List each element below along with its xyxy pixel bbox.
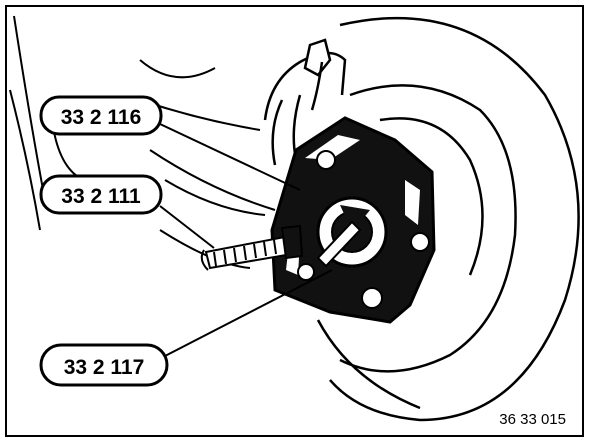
bolt-hole — [297, 263, 315, 281]
threaded-bolt-tool — [200, 224, 304, 271]
leader-lines — [159, 123, 333, 357]
callout-label: 33 2 117 — [64, 356, 145, 379]
callout-label: 33 2 111 — [61, 185, 141, 208]
callout-33-2-117: 33 2 117 — [39, 343, 169, 387]
suspension-arm — [9, 15, 276, 269]
wheel-hub-flange — [270, 116, 436, 324]
puller-bar — [316, 220, 362, 268]
brake-caliper — [263, 38, 347, 166]
bolt-hole — [361, 287, 383, 309]
callout-33-2-116: 33 2 116 — [39, 95, 163, 136]
bolt-hole — [410, 232, 430, 252]
figure-number: 36 33 015 — [499, 411, 566, 428]
callout-33-2-111: 33 2 111 — [39, 174, 163, 215]
brake-disc — [316, 16, 580, 422]
callout-label: 33 2 116 — [61, 106, 142, 129]
bolt-hole — [316, 150, 336, 170]
